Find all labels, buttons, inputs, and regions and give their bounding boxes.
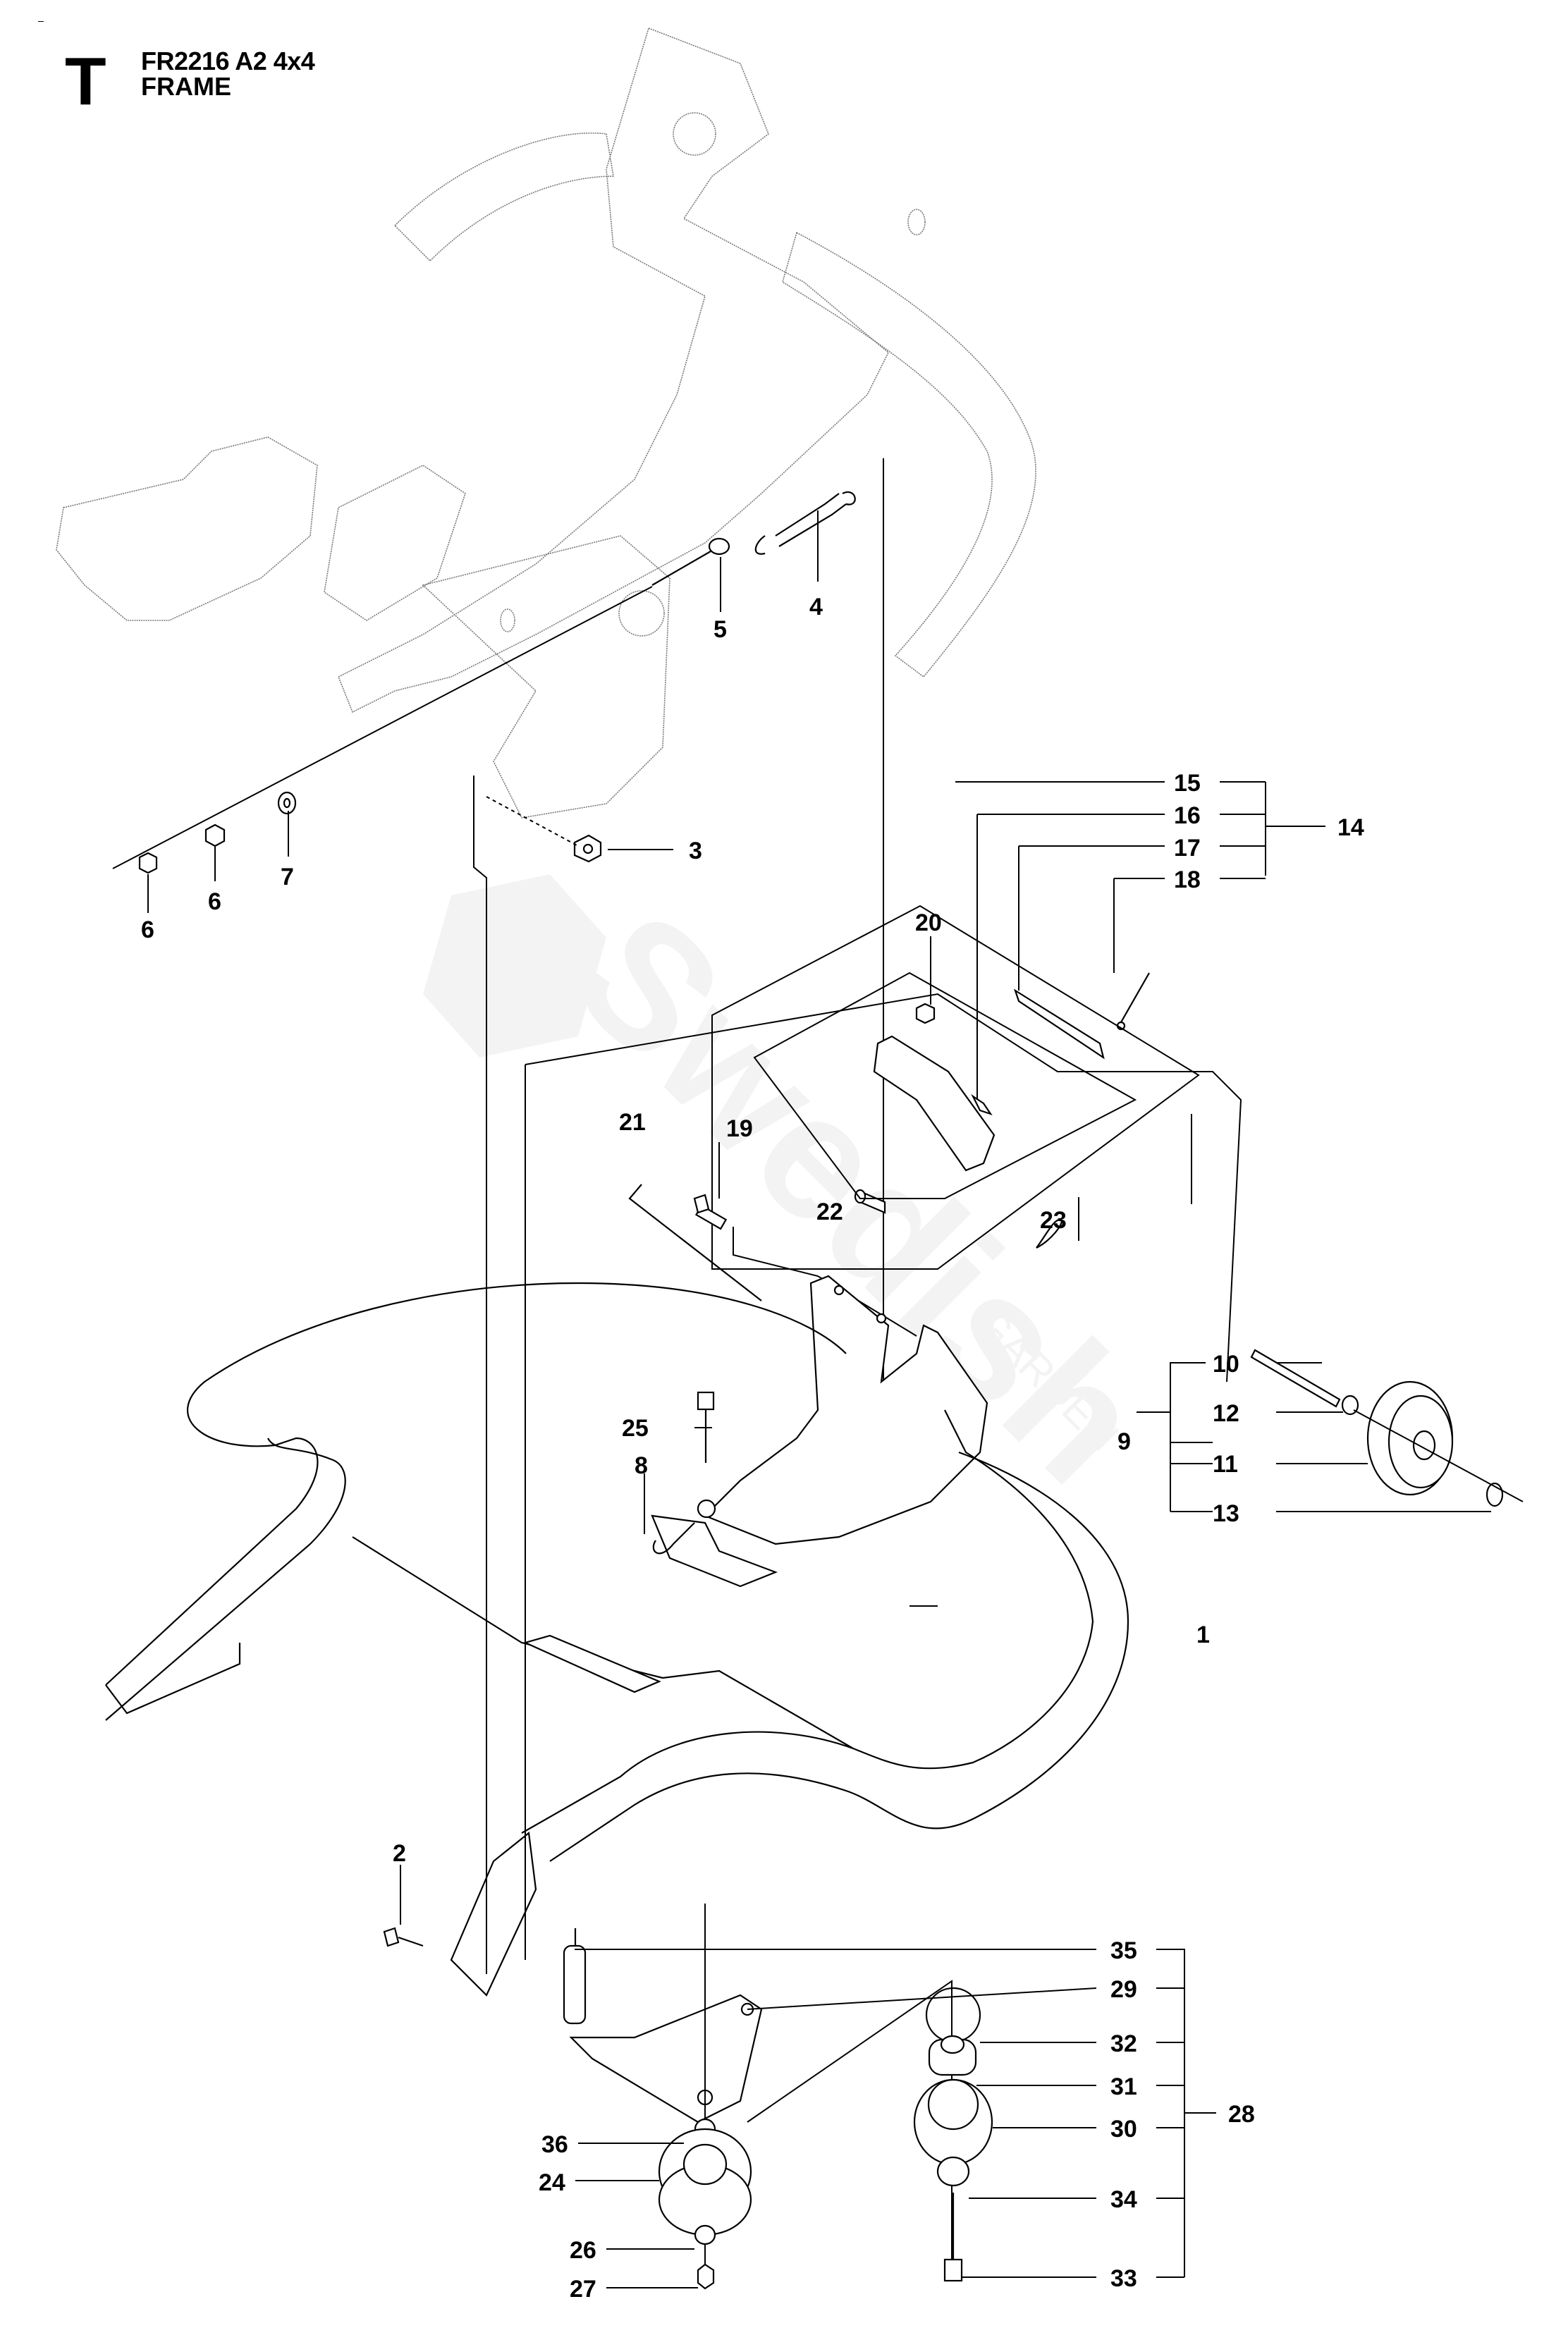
callout-leaders	[147, 510, 1491, 2288]
pulley-24	[658, 2128, 752, 2236]
nut-6-lower	[138, 852, 158, 874]
callout-16: 16	[1174, 802, 1201, 829]
callout-25: 25	[622, 1415, 649, 1442]
section-letter: T	[65, 44, 106, 119]
callout-31: 31	[1110, 2073, 1137, 2100]
callout-labels: 1 2 3 4 5 6 6 7 8 9 10 12 11 13 14 15 16…	[141, 594, 1364, 2303]
bumper-frame-1	[105, 1282, 1129, 1997]
model-name: FR2216 A2 4x4	[141, 47, 315, 75]
hairpin-23	[1036, 1218, 1062, 1249]
callout-26: 26	[570, 2237, 596, 2264]
callout-5: 5	[713, 616, 727, 643]
guide-box	[753, 972, 1137, 1199]
clip-16	[971, 1093, 993, 1116]
callout-33: 33	[1110, 2265, 1137, 2292]
callout-35: 35	[1110, 1937, 1137, 1964]
callout-17: 17	[1174, 835, 1201, 862]
callout-6-upper: 6	[208, 888, 221, 915]
callout-22: 22	[816, 1199, 843, 1225]
bolt-2	[383, 1927, 424, 1947]
wheel-11	[1366, 1380, 1454, 1496]
washer-26	[694, 2224, 716, 2245]
callout-34: 34	[1110, 2186, 1137, 2213]
callout-12: 12	[1213, 1400, 1239, 1427]
bolt-33	[943, 2193, 963, 2282]
axle-10	[1250, 1349, 1341, 1408]
callout-6-lower: 6	[141, 917, 154, 943]
bolt-25	[697, 1391, 715, 1463]
callout-28: 28	[1228, 2101, 1255, 2128]
guide-line	[486, 796, 579, 847]
callout-20: 20	[915, 909, 942, 936]
corner-tick-mark	[38, 21, 44, 22]
callout-18: 18	[1174, 866, 1201, 893]
bolt-19	[693, 1194, 728, 1230]
callout-3: 3	[689, 838, 702, 864]
callout-29: 29	[1110, 1976, 1137, 2003]
guide-line	[525, 993, 1242, 1383]
idler-arm-29	[569, 1994, 763, 2123]
callout-32: 32	[1110, 2030, 1137, 2057]
callout-11: 11	[1213, 1451, 1238, 1478]
callout-14: 14	[1337, 814, 1364, 841]
callout-24: 24	[539, 2169, 565, 2196]
diagram-title: FRAME	[141, 72, 231, 101]
nut-6-upper	[204, 823, 226, 847]
chassis-frame-ghost	[56, 27, 1036, 819]
pulley-30	[913, 2078, 993, 2166]
callout-1: 1	[1196, 1622, 1210, 1648]
callout-7: 7	[281, 864, 294, 890]
callout-19: 19	[726, 1115, 753, 1142]
nut-3	[573, 834, 602, 863]
guide-line	[473, 776, 487, 1974]
callout-30: 30	[1110, 2116, 1137, 2143]
spacer-34	[936, 2156, 970, 2187]
rivet-18	[1116, 972, 1150, 1031]
watermark: Swedish GARDEN	[423, 874, 1182, 1519]
callout-13: 13	[1213, 1500, 1239, 1527]
callout-27: 27	[570, 2276, 596, 2303]
callout-9: 9	[1117, 1428, 1131, 1455]
nut-20	[915, 1003, 936, 1024]
nut-27	[697, 2263, 715, 2290]
rod-21	[628, 1184, 762, 1301]
eye-bolt-rod-5	[651, 537, 730, 586]
callout-4: 4	[809, 594, 823, 620]
assembly-axis-line	[112, 586, 653, 869]
tension-spring-4	[754, 491, 856, 555]
callout-36: 36	[541, 2131, 568, 2158]
strip-17	[1013, 988, 1105, 1060]
callout-15: 15	[1174, 770, 1201, 797]
callout-2: 2	[393, 1840, 406, 1867]
spring-35	[563, 1928, 587, 2025]
pedal-plate-15	[873, 1035, 996, 1172]
callout-21: 21	[619, 1109, 646, 1136]
washer-7	[277, 791, 297, 815]
callout-23: 23	[1040, 1207, 1067, 1234]
brand-logo-icon	[423, 874, 606, 1058]
assembly-axis-line	[1353, 1409, 1524, 1502]
pin-clip-8	[652, 1499, 716, 1555]
callout-10: 10	[1213, 1351, 1239, 1378]
callout-8: 8	[635, 1452, 648, 1479]
guide-box	[711, 905, 1200, 1270]
bearing-31	[928, 2035, 977, 2076]
guide-line	[733, 1227, 917, 1337]
